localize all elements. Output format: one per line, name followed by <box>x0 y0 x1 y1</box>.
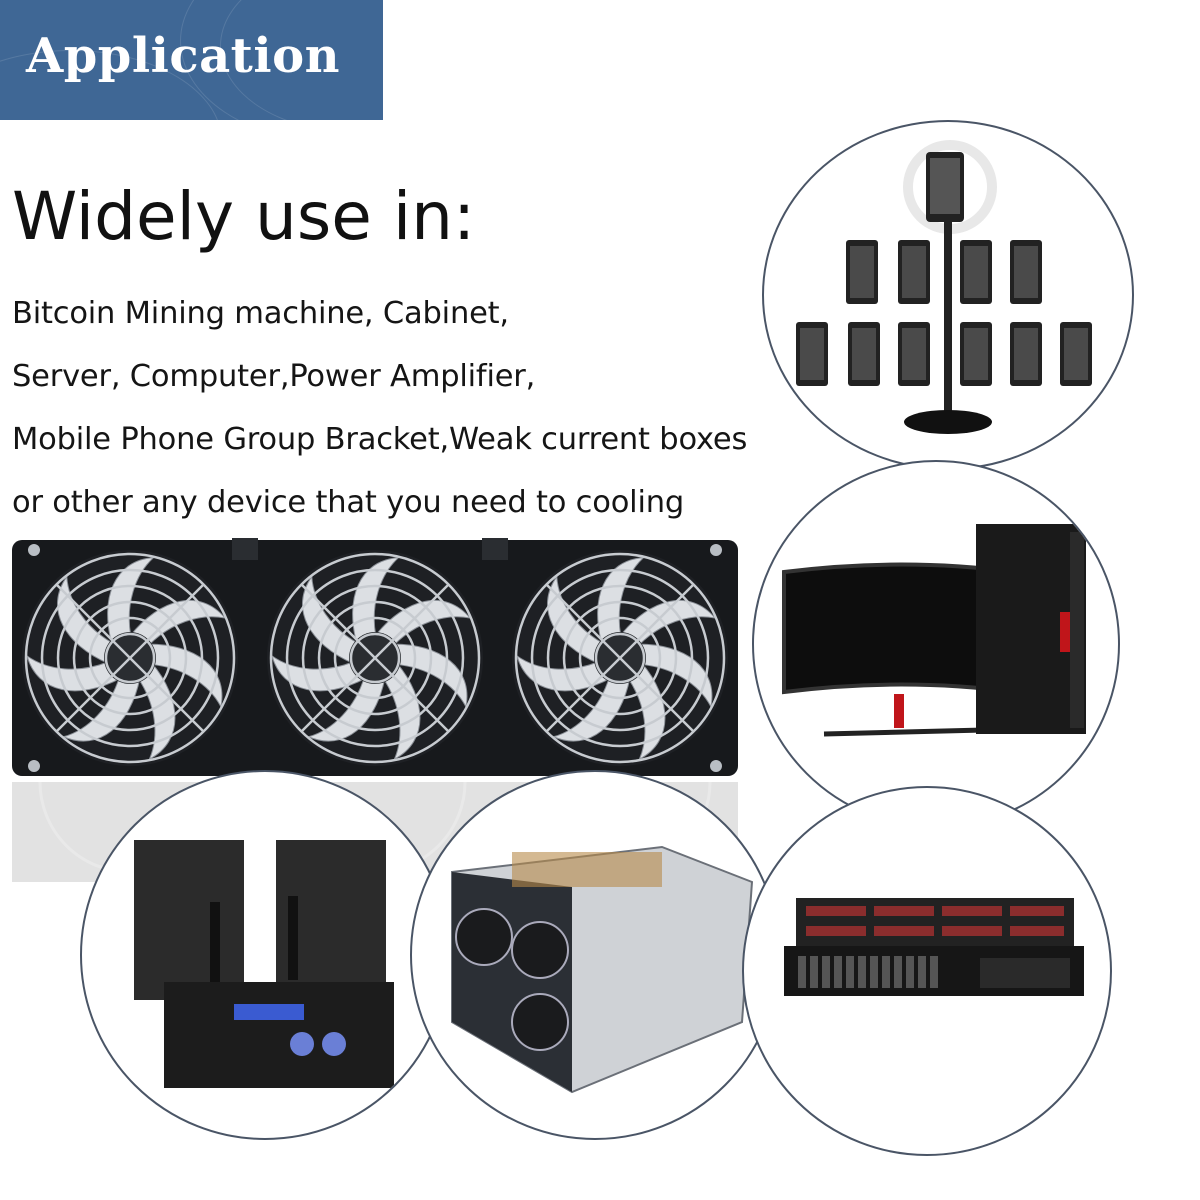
application-line: Server, Computer,Power Amplifier, <box>12 359 536 394</box>
banner-title: Application <box>26 28 340 84</box>
application-banner: Application <box>0 0 383 120</box>
application-line: Bitcoin Mining machine, Cabinet, <box>12 296 509 331</box>
application-list: Bitcoin Mining machine, Cabinet, Server,… <box>12 282 747 534</box>
mining-rig-image <box>410 770 780 1140</box>
application-line: Mobile Phone Group Bracket,Weak current … <box>12 422 748 457</box>
rack-server-image <box>742 786 1112 1156</box>
application-line: or other any device that you need to coo… <box>12 485 685 520</box>
triple-fan-unit-image <box>12 538 738 776</box>
page-heading: Widely use in: <box>12 178 476 255</box>
power-amplifier-speakers-image <box>80 770 450 1140</box>
computer-monitor-image <box>752 460 1120 828</box>
phone-group-bracket-image <box>762 120 1134 470</box>
